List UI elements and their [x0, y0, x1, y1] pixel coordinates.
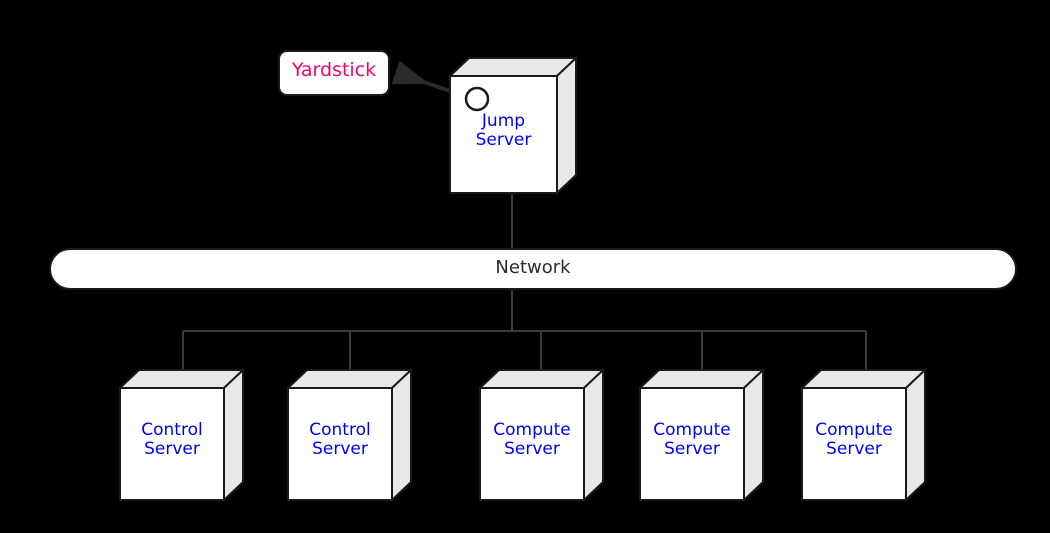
- jump-server-side-face: [556, 55, 577, 196]
- server-top-face: [285, 369, 414, 389]
- server-top-face: [637, 369, 766, 389]
- server-side-face: [583, 367, 604, 503]
- server-node-compute-server-3[interactable]: [799, 367, 928, 503]
- server-front-face: [287, 387, 393, 501]
- server-front-face: [119, 387, 225, 501]
- server-top-face: [799, 369, 928, 389]
- server-side-face: [743, 367, 764, 503]
- yardstick-box[interactable]: [278, 50, 390, 96]
- server-side-face: [905, 367, 926, 503]
- server-top-face: [477, 369, 606, 389]
- server-node-control-server-1[interactable]: [117, 367, 246, 503]
- server-side-face: [223, 367, 244, 503]
- server-front-face: [801, 387, 907, 501]
- server-front-face: [639, 387, 745, 501]
- jump-server-top-face: [447, 57, 579, 77]
- network-bar[interactable]: [49, 248, 1017, 290]
- jump-server-node[interactable]: [447, 55, 579, 196]
- circle-port-icon: [464, 86, 490, 112]
- server-node-compute-server-2[interactable]: [637, 367, 766, 503]
- server-side-face: [391, 367, 412, 503]
- server-node-compute-server-1[interactable]: [477, 367, 606, 503]
- server-front-face: [479, 387, 585, 501]
- server-node-control-server-2[interactable]: [285, 367, 414, 503]
- server-top-face: [117, 369, 246, 389]
